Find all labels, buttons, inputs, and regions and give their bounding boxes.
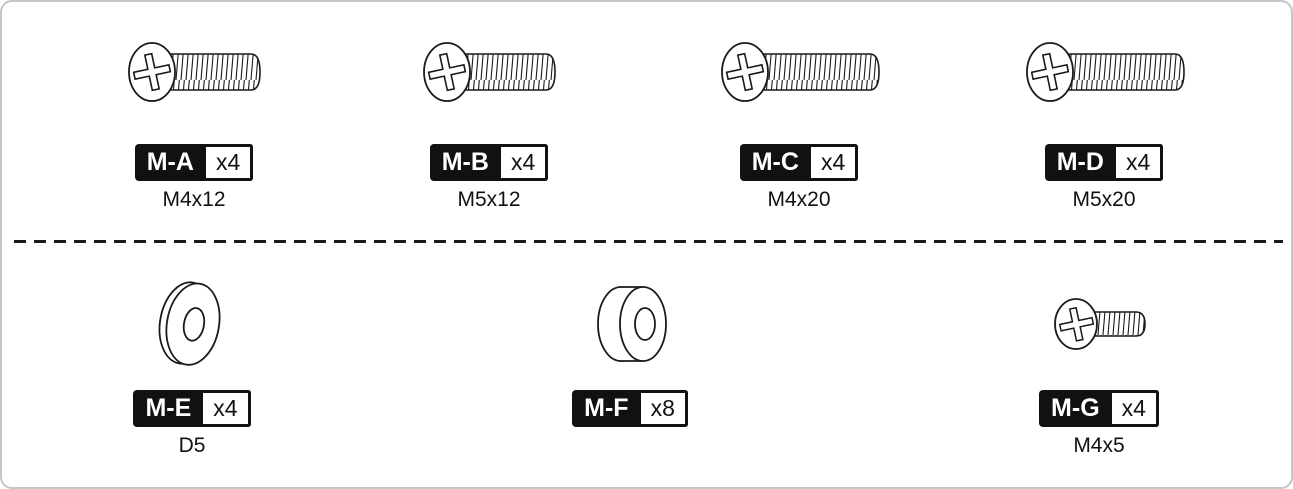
pan-head-screw-icon	[64, 32, 324, 144]
part-badge: M-E x4	[133, 390, 251, 427]
part-badge: M-C x4	[739, 144, 859, 181]
part-badge: M-B x4	[429, 144, 549, 181]
part-id-label: M-F	[572, 390, 641, 427]
part-badge: M-A x4	[134, 144, 254, 181]
pan-head-screw-long-icon	[974, 32, 1234, 144]
part-qty-label: x4	[810, 144, 859, 181]
part-item-me: M-E x4 D5	[62, 258, 322, 458]
part-size-label: M4x20	[767, 188, 831, 211]
part-id-label: M-B	[429, 144, 501, 181]
part-id-label: M-C	[739, 144, 811, 181]
pan-head-screw-icon	[359, 32, 619, 144]
part-item-mc: M-C x4 M4x20	[669, 32, 929, 212]
flat-washer-icon	[62, 258, 322, 390]
thick-washer-icon	[500, 258, 760, 390]
short-screw-icon	[969, 258, 1229, 390]
pan-head-screw-long-icon	[669, 32, 929, 144]
part-item-mb: M-B x4 M5x12	[359, 32, 619, 212]
part-qty-label: x4	[500, 144, 549, 181]
part-id-label: M-E	[133, 390, 204, 427]
part-qty-label: x4	[205, 144, 254, 181]
part-item-mg: M-G x4 M4x5	[969, 258, 1229, 458]
part-qty-label: x4	[203, 390, 251, 427]
part-id-label: M-D	[1044, 144, 1116, 181]
part-size-label: M4x12	[162, 188, 226, 211]
part-qty-label: x4	[1115, 144, 1164, 181]
section-divider	[14, 240, 1283, 243]
part-qty-label: x4	[1111, 390, 1159, 427]
part-item-md: M-D x4 M5x20	[974, 32, 1234, 212]
part-id-label: M-A	[134, 144, 206, 181]
part-size-label: M5x20	[1072, 188, 1136, 211]
part-badge: M-F x8	[572, 390, 688, 427]
part-size-label: D5	[178, 434, 206, 457]
part-qty-label: x8	[640, 390, 688, 427]
part-size-label: M5x12	[457, 188, 521, 211]
part-item-mf: M-F x8	[500, 258, 760, 458]
part-badge: M-D x4	[1044, 144, 1164, 181]
part-badge: M-G x4	[1039, 390, 1159, 427]
part-item-ma: M-A x4 M4x12	[64, 32, 324, 212]
part-size-label: M4x5	[1073, 434, 1125, 457]
part-id-label: M-G	[1039, 390, 1112, 427]
